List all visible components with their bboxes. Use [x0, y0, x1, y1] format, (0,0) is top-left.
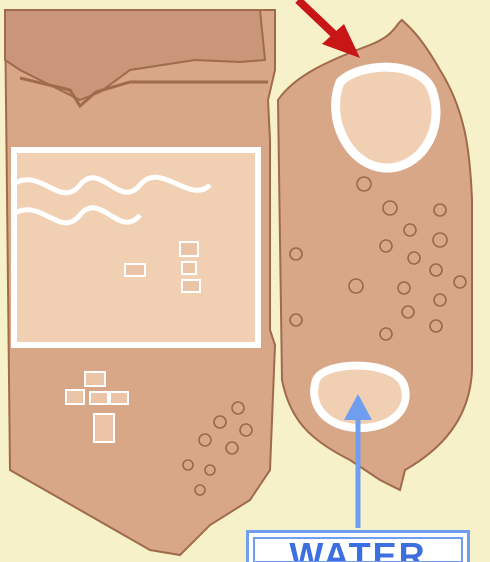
- pit-square: [66, 390, 84, 404]
- pit-square: [85, 372, 105, 386]
- pit-square: [110, 392, 128, 404]
- water-label: WATER: [246, 530, 470, 562]
- pit-square: [182, 262, 196, 274]
- right-vessel-element: [278, 20, 472, 490]
- pit-square: [182, 280, 200, 292]
- pit-square: [90, 392, 108, 404]
- pit-square: [125, 264, 145, 276]
- pit-square: [180, 242, 198, 256]
- left-vessel-element: [5, 10, 275, 555]
- red-arrow-icon: [298, 0, 360, 58]
- perforation-window: [14, 150, 258, 345]
- top-lumen: [336, 67, 436, 168]
- pit-square: [94, 414, 114, 442]
